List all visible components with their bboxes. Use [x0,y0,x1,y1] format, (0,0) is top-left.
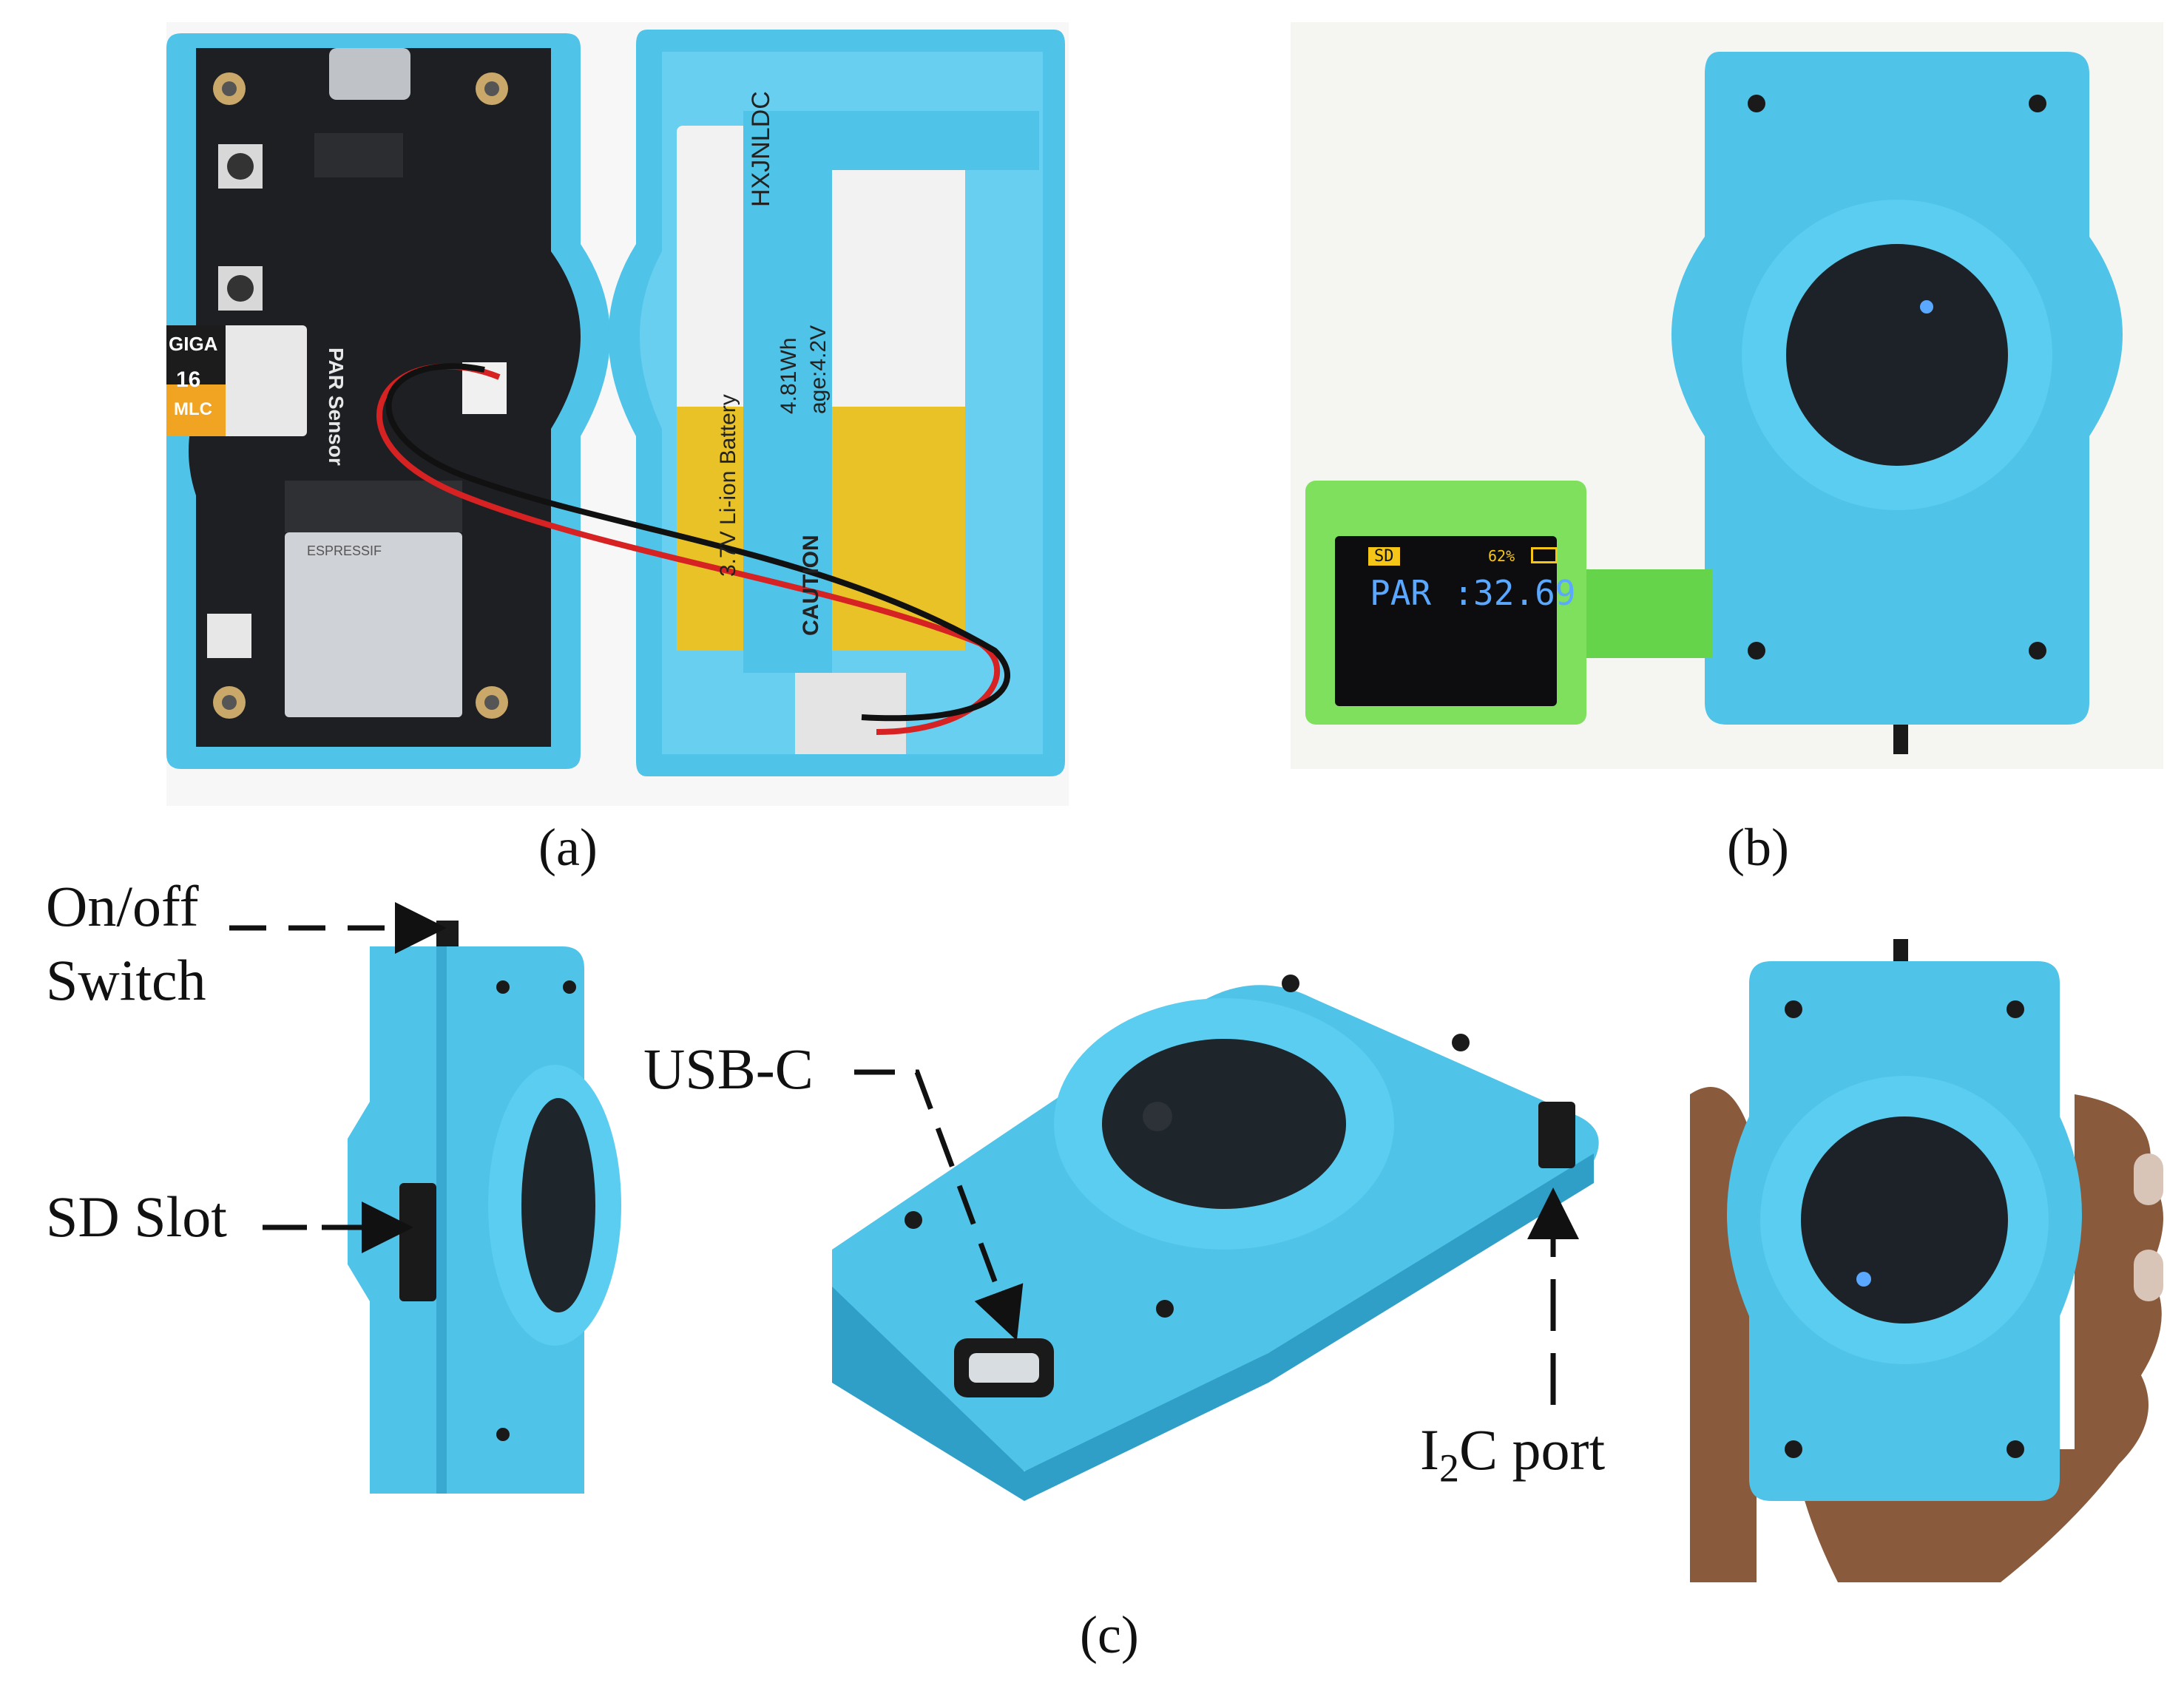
esp32-module [285,532,462,717]
battery-model-text: HXJNLDC [747,91,775,207]
battery-energy-text: 4.81Wh [777,337,801,414]
oled-par-value: 32.69 [1473,573,1576,613]
usb-c-receptacle [329,48,410,100]
callout-usb-c: USB-C [643,1037,814,1101]
callout-switch-line1: On/off [46,874,199,938]
battery-voltage-text: age:4.2V [806,325,831,414]
oled-battery-icon [1531,547,1558,563]
oled-par-label: PAR [1370,573,1432,613]
i2c-port [1538,1102,1575,1168]
photo-assembled-with-display [1291,22,2163,769]
panel-label-b: (b) [1727,818,1789,877]
photo-open-enclosure [166,22,1069,806]
sensor-window [1786,244,2008,466]
oled-battery-percent: 62% [1488,547,1515,565]
sd-card-type-text: MLC [174,399,212,419]
oled-par-separator: : [1453,573,1474,613]
slide-switch [795,673,906,754]
callout-i2c-prefix: I [1420,1417,1439,1482]
sd-card-brand-text: GIGA [169,333,218,355]
board-name-text: PAR Sensor [325,348,348,466]
module-brand-text: ESPRESSIF [307,543,382,558]
photo-side-view [348,917,658,1508]
oled-screen [1335,536,1557,706]
sd-slot [399,1183,436,1301]
photo-angled-view [810,939,1620,1508]
panel-label-a: (a) [538,818,598,877]
battery-caution-text: CAUTION [799,535,823,636]
battery-wire-red [376,363,1001,735]
callout-sd-slot: SD Slot [46,1185,227,1249]
callout-i2c-suffix: C port [1458,1417,1606,1482]
photo-handheld-view [1690,932,2163,1582]
battery-wire-black [385,363,1011,722]
callout-i2c-port: I2C port [1420,1420,1605,1489]
panel-label-c: (c) [1080,1605,1139,1664]
battery-type-text: 3.7V Li-ion Battery [716,394,740,577]
oled-sd-tag: SD [1368,547,1400,566]
sd-card-capacity-text: 16 [176,367,201,392]
callout-i2c-sub: 2 [1438,1446,1459,1491]
callout-switch-line2: Switch [46,948,206,1012]
